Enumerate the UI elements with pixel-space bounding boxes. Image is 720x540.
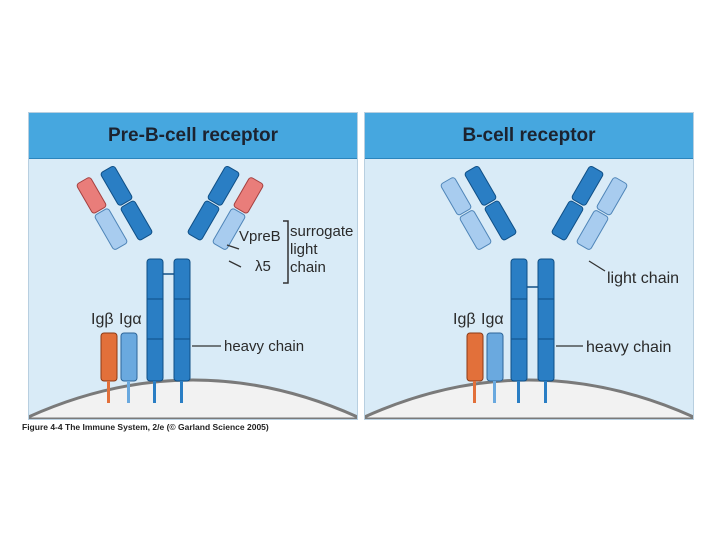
ig-beta-tm xyxy=(107,381,110,403)
surrogate-label-line2: light xyxy=(290,241,318,258)
heavy-chain-stalk-left xyxy=(146,258,164,382)
ig-alpha-label: Igα xyxy=(119,311,142,328)
heavy-arm-right-proximal xyxy=(551,200,584,241)
pre-b-cell-receptor-panel: Pre-B-cell receptor xyxy=(28,112,358,420)
heavy-arm-left-proximal xyxy=(484,200,517,241)
b-cell-receptor-diagram: light chain Igβ Igα heavy chain xyxy=(365,165,693,419)
ig-beta xyxy=(100,332,118,382)
light-chain-leader xyxy=(588,260,606,272)
pre-b-panel-title: Pre-B-cell receptor xyxy=(107,125,278,146)
pre-b-receptor-diagram: VpreB λ5 surrogate light chain Igβ Igα h… xyxy=(29,165,357,419)
heavy-tm-left xyxy=(517,381,520,403)
ig-alpha-tm xyxy=(493,381,496,403)
surrogate-label-line1: surrogate xyxy=(290,223,353,240)
light-chain-right-variable xyxy=(596,177,628,216)
vpreb-leader xyxy=(226,244,240,250)
ig-alpha-label: Igα xyxy=(481,311,504,328)
heavy-arm-right-distal xyxy=(571,165,604,206)
ig-beta xyxy=(466,332,484,382)
heavy-arm-left-distal xyxy=(100,165,133,206)
ig-alpha xyxy=(486,332,504,382)
surrogate-bracket xyxy=(283,220,289,284)
heavy-arm-left-proximal xyxy=(120,200,153,241)
vpreb-right xyxy=(233,177,264,214)
figure-number: Figure 4-4 xyxy=(22,422,63,432)
figure-source: The Immune System, 2/e (© Garland Scienc… xyxy=(65,422,269,432)
ig-beta-label: Igβ xyxy=(453,311,476,328)
heavy-chain-label: heavy chain xyxy=(224,338,304,355)
b-cell-panel-title: B-cell receptor xyxy=(462,125,596,146)
light-chain-label: light chain xyxy=(607,270,679,287)
heavy-chain-stalk-left xyxy=(510,258,528,382)
heavy-chain-stalk-right xyxy=(537,258,555,382)
heavy-chain-label: heavy chain xyxy=(586,339,671,356)
heavy-arm-right-proximal xyxy=(187,200,220,241)
ig-beta-tm xyxy=(473,381,476,403)
heavy-arm-left-distal xyxy=(464,165,497,206)
b-cell-receptor-panel: B-cell receptor xyxy=(364,112,694,420)
figure-caption: Figure 4-4 The Immune System, 2/e (© Gar… xyxy=(22,422,269,432)
heavy-arm-right-distal xyxy=(207,165,240,206)
lambda5-right xyxy=(212,208,246,250)
b-cell-panel-header: B-cell receptor xyxy=(365,113,693,159)
ig-alpha xyxy=(120,332,138,382)
surrogate-label-line3: chain xyxy=(290,259,326,276)
vpreb-label: VpreB xyxy=(239,228,281,245)
ig-alpha-tm xyxy=(127,381,130,403)
cell-membrane xyxy=(365,378,693,419)
heavy-tm-left xyxy=(153,381,156,403)
light-chain-right-constant xyxy=(576,210,609,250)
heavy-tm-right xyxy=(180,381,183,403)
lambda5-left xyxy=(94,208,128,250)
vpreb-left xyxy=(76,177,107,214)
cell-membrane xyxy=(29,378,357,419)
lambda5-label: λ5 xyxy=(255,258,271,275)
light-chain-left-constant xyxy=(459,210,492,250)
pre-b-panel-header: Pre-B-cell receptor xyxy=(29,113,357,159)
ig-beta-label: Igβ xyxy=(91,311,114,328)
lambda5-leader xyxy=(228,260,242,268)
heavy-tm-right xyxy=(544,381,547,403)
heavy-chain-stalk-right xyxy=(173,258,191,382)
light-chain-left-variable xyxy=(440,177,472,216)
